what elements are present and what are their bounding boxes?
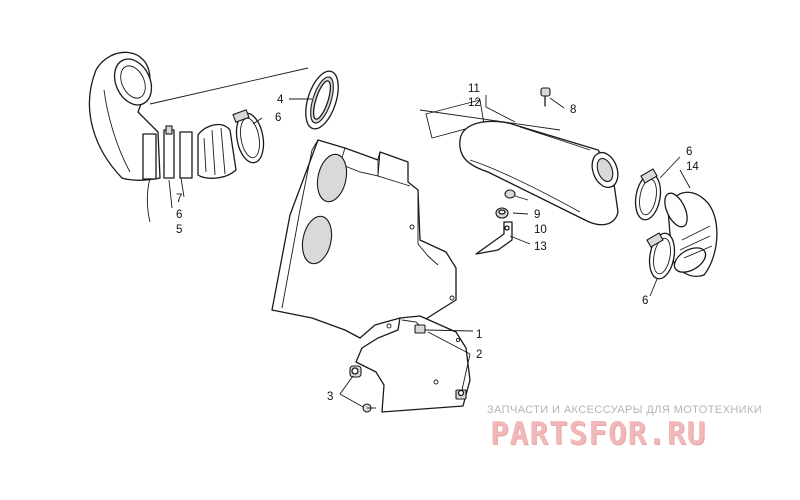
- hose-clamp-right-upper: [634, 168, 662, 221]
- callout-6-left-top: 6: [275, 112, 281, 124]
- fastener-nut-1: [414, 324, 426, 334]
- rubber-elbow-coupler: [197, 123, 237, 179]
- bolt-8: [540, 87, 551, 107]
- callout-8: 8: [570, 104, 576, 116]
- callout-6-right-top: 6: [686, 146, 692, 158]
- rubber-elbow-14: [664, 191, 718, 277]
- callout-6-left-mid: 6: [176, 209, 182, 221]
- callout-6-right-bottom: 6: [642, 295, 648, 307]
- fastener-screw-3: [362, 403, 376, 413]
- grommet-9: [504, 189, 516, 199]
- grommet-10: [495, 207, 509, 219]
- callout-12: 12: [468, 97, 481, 109]
- callout-4: 4: [277, 94, 284, 106]
- callout-7: 7: [176, 193, 182, 205]
- leader-lines: [146, 95, 691, 408]
- callout-13: 13: [534, 241, 547, 253]
- callout-3: 3: [327, 391, 333, 403]
- bracket-13: [475, 221, 513, 255]
- intake-duct-bend: [88, 51, 309, 181]
- air-box-housing: [271, 139, 457, 339]
- clamp-ring-left: [163, 125, 175, 179]
- watermark-caption: ЗАПЧАСТИ И АКСЕССУАРЫ ДЛЯ МОТОТЕХНИКИ: [487, 404, 763, 416]
- hose-clamp-right-lower: [646, 232, 676, 280]
- band-ring-left: [179, 131, 193, 179]
- callout-labels: 1 2 3 4 5 6 6 6 6 7 8 9 10 11 12 13 14: [176, 83, 699, 403]
- oval-gasket: [305, 70, 339, 130]
- fastener-nut-2: [455, 389, 467, 400]
- fastener-nut-3: [349, 365, 362, 378]
- callout-10: 10: [534, 224, 547, 236]
- intake-tube: [419, 109, 619, 226]
- callout-5: 5: [176, 224, 182, 236]
- callout-9: 9: [534, 209, 540, 221]
- callout-14: 14: [686, 161, 699, 173]
- callout-11: 11: [468, 83, 480, 95]
- lower-mounting-plate: [355, 315, 471, 413]
- callout-2: 2: [476, 349, 482, 361]
- callout-1: 1: [476, 329, 482, 341]
- watermark-logo: PARTSFOR.RU: [490, 416, 707, 452]
- hose-clamp-top-left: [232, 109, 265, 164]
